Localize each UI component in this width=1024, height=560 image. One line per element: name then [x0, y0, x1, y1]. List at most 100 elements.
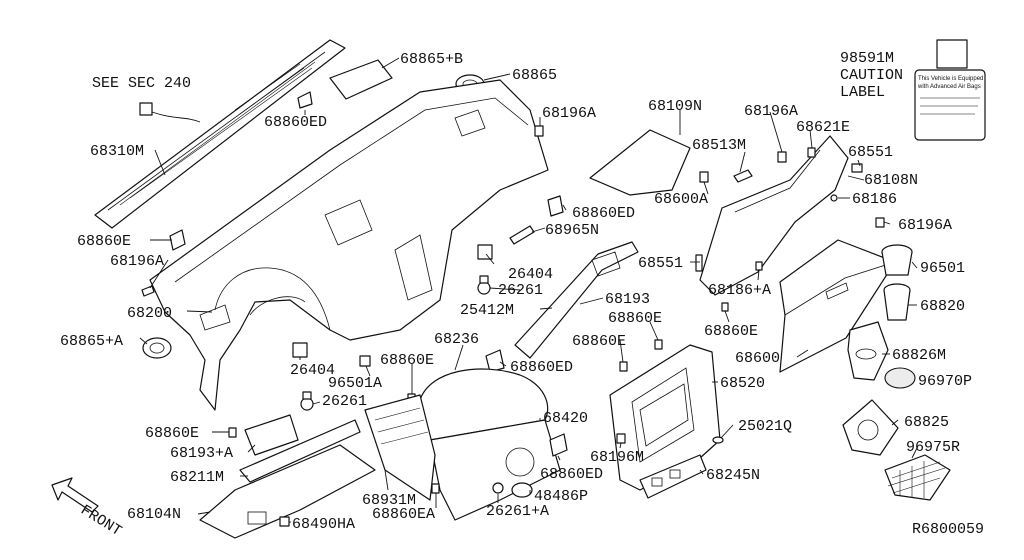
ring-48486p-part: [511, 482, 533, 498]
glove-box-part: [779, 239, 896, 373]
label-68513m: 68513M: [692, 137, 746, 154]
label-68236: 68236: [434, 331, 479, 348]
label-68196a-rr: 68196A: [898, 217, 952, 234]
bulb-26261a-part: [492, 482, 504, 494]
label-68865: 68865: [512, 67, 557, 84]
tweeter-ring-part: [142, 337, 172, 359]
label-26261-b: 26261: [322, 393, 367, 410]
label-68108n: 68108N: [864, 172, 918, 189]
finisher-68193a-part: [244, 414, 299, 456]
label-68200: 68200: [127, 305, 172, 322]
clip-26404-b-part: [292, 342, 308, 358]
finisher-68193-part: [514, 241, 639, 359]
vent-lower-part: [485, 349, 505, 373]
label-68825: 68825: [904, 414, 949, 431]
label-68600a: 68600A: [654, 191, 708, 208]
label-68196m: 68196M: [590, 449, 644, 466]
label-68621e: 68621E: [796, 119, 850, 136]
screw-68196m-part: [616, 433, 626, 444]
label-26261a: 26261+A: [486, 503, 549, 520]
stopper-68551-part: [695, 254, 703, 272]
bolt-left-part: [141, 285, 155, 297]
bulb-26261-a-part: [477, 275, 491, 295]
label-68860e-c: 68860E: [380, 352, 434, 369]
label-68860ed-b: 68860ED: [540, 466, 603, 483]
caution-fine-text-2: with Advanced Air Bags: [917, 84, 981, 90]
center-cluster-68520-part: [609, 344, 721, 491]
label-68860e-m2: 68860E: [572, 333, 626, 350]
clip-68551-r-part: [851, 163, 863, 173]
label-68860ed-c: 68860ED: [510, 359, 573, 376]
label-68826m: 68826M: [892, 347, 946, 364]
bracket-68109n-part: [589, 129, 691, 196]
label-caution-label: LABEL: [840, 84, 885, 101]
label-68820: 68820: [920, 298, 965, 315]
mesh-mat-96975r-part: [884, 454, 951, 501]
label-see-sec-240: SEE SEC 240: [92, 75, 191, 92]
label-25412m: 25412M: [460, 302, 514, 319]
cluster-hood-68236-part: [419, 368, 549, 441]
screw-68196a-top-part: [534, 125, 544, 137]
label-68196a-l: 68196A: [110, 253, 164, 270]
label-68965n: 68965N: [545, 222, 599, 239]
label-96970p: 96970P: [918, 373, 972, 390]
caution-label-part: This Vehicle is Equipped with Advanced A…: [914, 39, 986, 141]
clip-68860e-r-part: [619, 361, 628, 372]
label-68551-r: 68551: [848, 144, 893, 161]
console-panel-68825-part: [842, 399, 899, 456]
label-96975r: 96975R: [906, 439, 960, 456]
label-98591m: 98591M: [840, 50, 894, 67]
cup-holder-68826m-part: [847, 321, 889, 381]
bracket-96501a-part: [359, 355, 371, 367]
label-68860e-bl: 68860E: [145, 425, 199, 442]
wiring-connector-part: [139, 102, 201, 123]
defroster-grille-part: [94, 39, 346, 229]
screw-68196a-rr-part: [875, 217, 885, 228]
label-68860e-r: 68860E: [704, 323, 758, 340]
label-68109n: 68109N: [648, 98, 702, 115]
label-48486p: 48486P: [534, 488, 588, 505]
label-68931m: 68931M: [362, 492, 416, 509]
label-68865a: 68865+A: [60, 333, 123, 350]
rod-68513m-part: [733, 169, 753, 183]
lower-panel-68104n-part: [199, 444, 376, 539]
label-26404-b: 26404: [290, 362, 335, 379]
instrument-panel-part: [149, 79, 549, 411]
label-68600: 68600: [735, 350, 780, 367]
label-68196a-top: 68196A: [542, 105, 596, 122]
diagram-reference-number: R6800059: [912, 521, 984, 538]
label-68193a: 68193+A: [170, 445, 233, 462]
label-26261-a: 26261: [498, 282, 543, 299]
label-68310m: 68310M: [90, 143, 144, 160]
label-68860e-l: 68860E: [77, 233, 131, 250]
clip-68860ea-part: [431, 483, 440, 494]
label-68860ed-mid: 68860ED: [572, 205, 635, 222]
sensor-25021q-part: [712, 436, 724, 444]
clip-68860e-bl-part: [228, 427, 237, 438]
vent-left-part: [169, 229, 186, 251]
label-68860ea: 68860EA: [372, 506, 435, 523]
label-96501: 96501: [920, 260, 965, 277]
screw-68600a-part: [699, 171, 709, 183]
leader-lines: [139, 57, 919, 523]
label-68104n: 68104N: [127, 506, 181, 523]
trim-68211m-part: [239, 419, 361, 483]
clip-68860e-gb-part: [721, 302, 729, 312]
clip-68186a-part: [755, 261, 763, 271]
harness-68965n-part: [509, 225, 535, 245]
clip-68860e-m-part: [654, 339, 663, 350]
clip-68621e-part: [807, 147, 816, 158]
label-68860ed-top: 68860ED: [264, 114, 327, 131]
cup-holder-96501-part: [881, 244, 913, 276]
mat-96970p-part: [884, 367, 916, 389]
label-68186a: 68186+A: [708, 282, 771, 299]
front-arrow-icon: [51, 477, 99, 513]
label-caution: CAUTION: [840, 67, 903, 84]
cup-holder-68820-part: [883, 283, 911, 321]
label-front: FRONT: [77, 502, 124, 540]
clip-26404-a-part: [477, 244, 493, 260]
clip-68490ha-part: [279, 516, 290, 527]
label-68186: 68186: [852, 191, 897, 208]
knee-panel-68931m-part: [364, 394, 436, 501]
